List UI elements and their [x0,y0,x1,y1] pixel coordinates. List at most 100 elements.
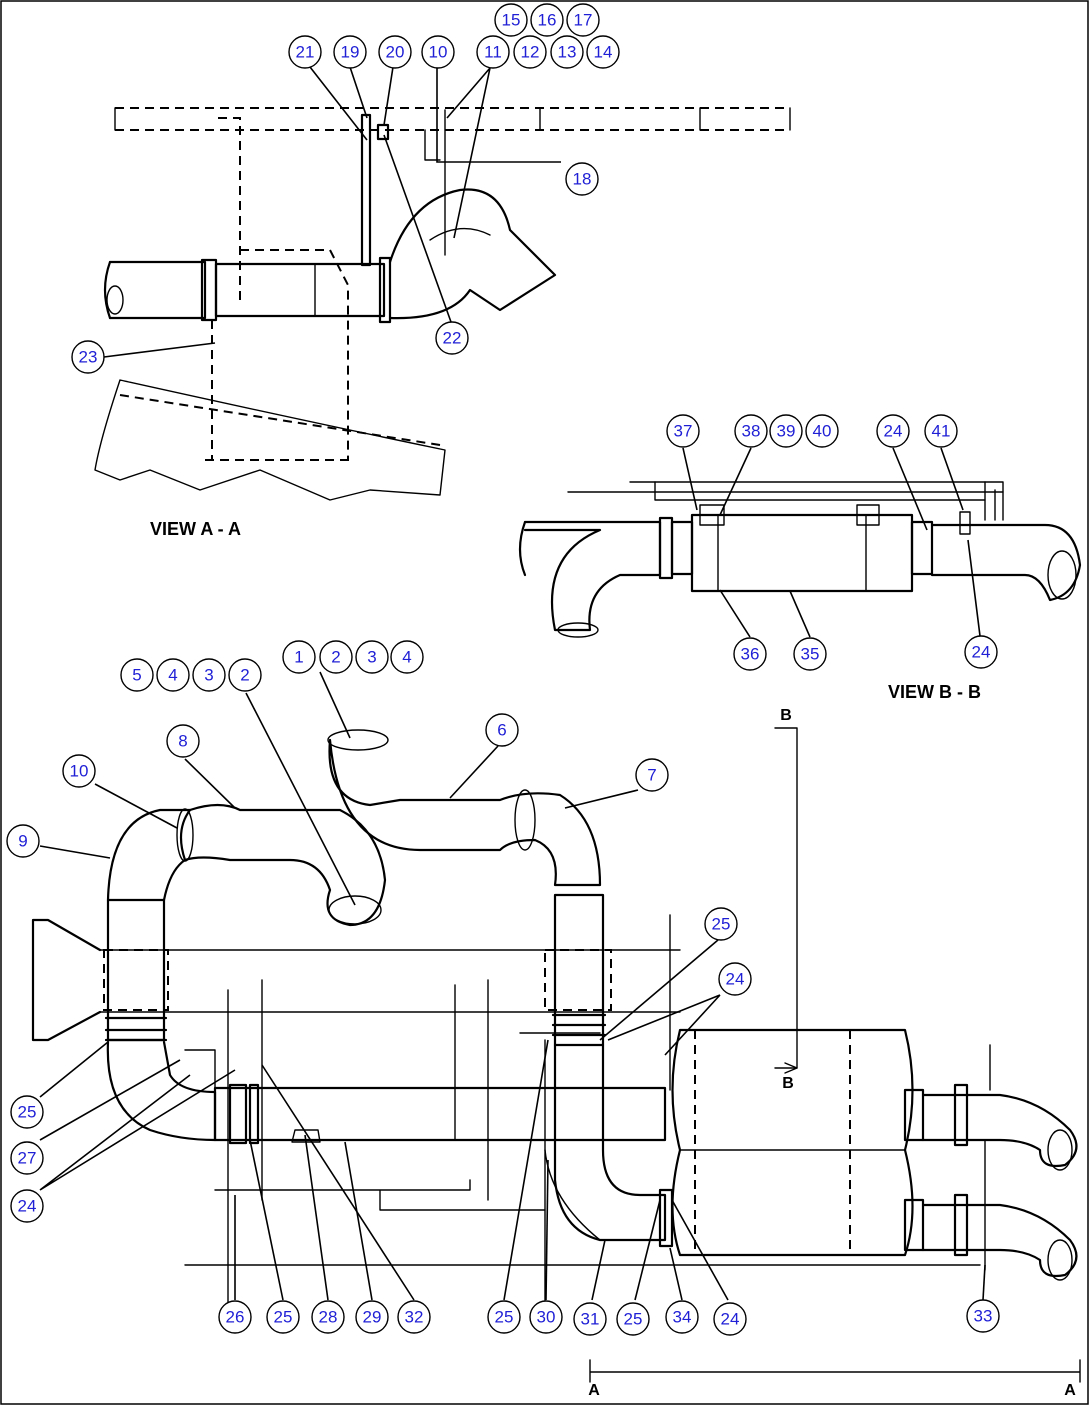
callout-15: 15 [494,3,528,37]
svg-text:4: 4 [168,666,177,685]
callouts-main-bottom: 26 25 28 29 32 25 30 31 25 34 24 33 [218,1299,1000,1336]
callout-10b: 10 [62,754,96,788]
callout-10: 10 [421,35,455,69]
callout-25-left: 25 [10,1095,44,1129]
svg-text:2: 2 [331,648,340,667]
section-mark-a-right: A [1064,1382,1076,1399]
callout-1: 1 [282,640,316,674]
callout-9: 9 [6,824,40,858]
callout-19: 19 [333,35,367,69]
callout-7: 7 [635,758,669,792]
callout-4b: 4 [390,640,424,674]
svg-text:18: 18 [573,170,592,189]
svg-text:24: 24 [884,422,903,441]
callout-40: 40 [805,414,839,448]
callouts-main-right: 25 24 [704,907,752,996]
callout-23: 23 [71,340,105,374]
svg-text:31: 31 [581,1310,600,1329]
section-mark-b-top: B [780,707,792,724]
svg-text:26: 26 [226,1308,245,1327]
svg-text:35: 35 [801,645,820,664]
svg-text:39: 39 [777,422,796,441]
callout-21: 21 [288,35,322,69]
callouts-view-bb: 37 38 39 40 24 41 36 35 24 [666,414,998,671]
view-aa-label: VIEW A - A [150,519,241,539]
svg-text:27: 27 [18,1149,37,1168]
view-aa-drawing [94,107,791,501]
svg-text:36: 36 [741,645,760,664]
svg-text:1: 1 [294,648,303,667]
svg-text:20: 20 [386,43,405,62]
svg-text:24: 24 [18,1197,37,1216]
svg-text:24: 24 [721,1310,740,1329]
section-mark-b-bottom: B [782,1075,794,1092]
svg-text:37: 37 [674,422,693,441]
callout-25-right: 25 [704,907,738,941]
callout-6: 6 [485,713,519,747]
section-line-a: A A [588,1359,1081,1399]
callout-22: 22 [435,321,469,355]
callout-28: 28 [311,1300,345,1334]
svg-text:41: 41 [932,422,951,441]
svg-text:25: 25 [274,1308,293,1327]
callout-16: 16 [530,3,564,37]
callout-39: 39 [769,414,803,448]
callout-11: 11 [476,35,510,69]
svg-text:30: 30 [537,1308,556,1327]
svg-text:40: 40 [813,422,832,441]
callout-25-b2: 25 [487,1300,521,1334]
svg-text:25: 25 [18,1103,37,1122]
svg-text:11: 11 [484,43,502,62]
callout-32: 32 [397,1300,431,1334]
callout-31: 31 [573,1302,607,1336]
callout-36: 36 [733,637,767,671]
section-mark-a-left: A [588,1382,600,1399]
svg-text:12: 12 [521,43,540,62]
svg-text:5: 5 [132,666,141,685]
svg-text:8: 8 [178,732,187,751]
callout-34: 34 [665,1300,699,1334]
callout-26: 26 [218,1300,252,1334]
callout-4: 4 [156,658,190,692]
callout-33: 33 [966,1299,1000,1333]
callout-24: 24 [876,414,910,448]
svg-text:33: 33 [974,1307,993,1326]
view-bb-drawing [518,481,1082,638]
svg-text:23: 23 [79,348,98,367]
callout-37: 37 [666,414,700,448]
svg-text:7: 7 [647,766,656,785]
callout-18: 18 [565,162,599,196]
callout-41: 41 [924,414,958,448]
svg-text:21: 21 [296,43,315,62]
callout-29: 29 [355,1300,389,1334]
callout-30: 30 [529,1300,563,1334]
svg-text:32: 32 [405,1308,424,1327]
callout-20: 20 [378,35,412,69]
callout-24b: 24 [964,635,998,669]
callout-2: 2 [228,658,262,692]
svg-text:29: 29 [363,1308,382,1327]
svg-text:24: 24 [726,970,745,989]
svg-text:6: 6 [497,721,506,740]
svg-text:22: 22 [443,329,462,348]
callout-27: 27 [10,1141,44,1175]
svg-text:14: 14 [594,43,613,62]
main-view-drawing [31,729,1078,1311]
svg-text:3: 3 [204,666,213,685]
leader-lines [39,66,986,1301]
callout-24-left: 24 [10,1189,44,1223]
callout-25-b1: 25 [266,1300,300,1334]
svg-text:25: 25 [495,1308,514,1327]
svg-text:9: 9 [18,832,27,851]
svg-text:28: 28 [319,1308,338,1327]
callout-24-right: 24 [718,962,752,996]
callout-12: 12 [513,35,547,69]
callout-38: 38 [734,414,768,448]
svg-text:25: 25 [624,1310,643,1329]
svg-text:17: 17 [574,11,593,30]
svg-text:15: 15 [502,11,521,30]
callouts-main-top: 5 4 3 2 1 2 3 4 8 10 6 7 9 [6,640,669,858]
section-line-b: B B [774,707,798,1092]
